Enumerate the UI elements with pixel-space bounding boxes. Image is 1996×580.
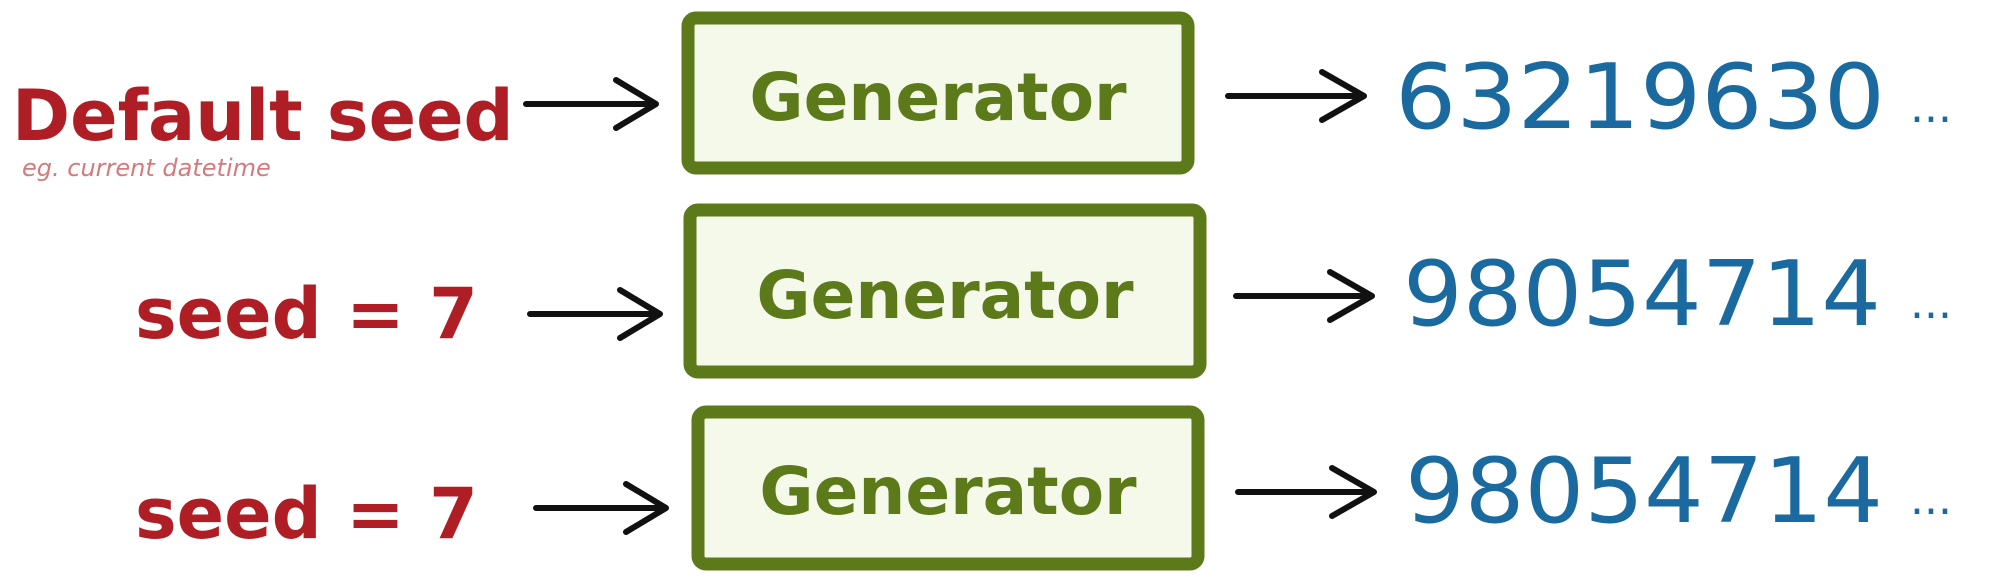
output-arrow [1225, 69, 1367, 123]
output-arrow [1233, 269, 1375, 323]
output-arrow [1235, 465, 1377, 519]
generator-label: Generator [749, 59, 1127, 136]
row-seed-7-first: seed = 7 Generator 98054714 ... [135, 203, 1952, 379]
row-seed-7-second: seed = 7 Generator 98054714 ... [135, 405, 1952, 571]
output-ellipsis: ... [1910, 82, 1952, 133]
seed-label: seed = 7 [135, 273, 478, 355]
output-digits: 63219630 [1395, 45, 1885, 150]
generator-box [683, 203, 1207, 379]
output-digits: 98054714 [1405, 439, 1883, 544]
output-ellipsis: ... [1910, 278, 1952, 329]
seed-note: eg. current datetime [22, 154, 271, 182]
generator-box [691, 405, 1205, 571]
generator-box [681, 11, 1195, 175]
seed-label: seed = 7 [135, 473, 478, 555]
generator-label: Generator [759, 453, 1137, 530]
seed-label: Default seed [12, 75, 514, 157]
row-default-seed: Default seed eg. current datetime Genera… [12, 11, 1952, 182]
input-arrow [523, 77, 659, 131]
generator-label: Generator [756, 257, 1134, 334]
input-arrow [533, 481, 669, 535]
output-ellipsis: ... [1910, 474, 1952, 525]
output-digits: 98054714 [1403, 242, 1881, 347]
input-arrow [527, 287, 663, 341]
